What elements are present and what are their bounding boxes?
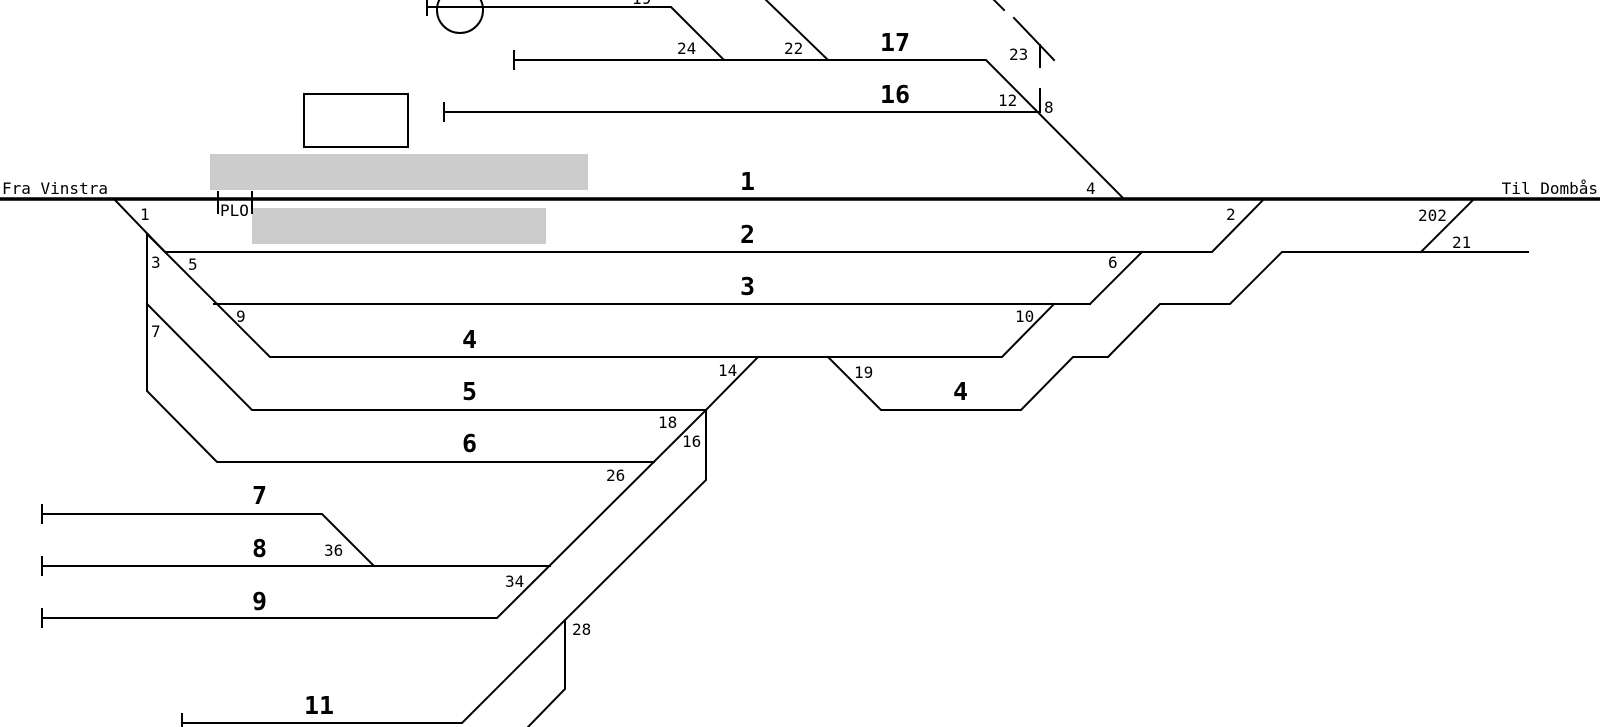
track-17 — [513, 59, 1126, 201]
upper-tracks — [426, 0, 1126, 201]
track-label-7: 7 — [252, 481, 267, 510]
track-5 — [145, 302, 707, 411]
track-label-2: 2 — [740, 220, 755, 249]
track-6 — [146, 233, 655, 463]
switch-label-16: 16 — [682, 432, 701, 451]
switch-label-21: 21 — [1452, 233, 1471, 252]
switch-label-22: 22 — [784, 39, 803, 58]
switch-label-9: 9 — [236, 307, 246, 326]
track-top-partial — [426, 6, 726, 62]
switch-label-19: 19 — [854, 363, 873, 382]
label-from-west: Fra Vinstra — [2, 179, 108, 198]
switch-label-14: 14 — [718, 361, 737, 380]
switch-label-4-main: 4 — [1086, 179, 1096, 198]
switch-label-7: 7 — [151, 322, 161, 341]
label-plo: PLO — [220, 201, 249, 220]
track-labels: 17 16 1 2 3 4 5 6 4 7 8 9 11 — [252, 28, 968, 720]
diagonal-top-right — [992, 0, 1006, 12]
diagonal-23 — [1012, 16, 1056, 62]
station-building — [303, 93, 409, 148]
switch-label-18: 18 — [658, 413, 677, 432]
switch-label-5: 5 — [188, 255, 198, 274]
connector-6 — [1088, 250, 1144, 306]
track-label-1: 1 — [740, 167, 755, 196]
switch-label-6: 6 — [1108, 253, 1118, 272]
crossover-202 — [1419, 197, 1476, 254]
diagonal-top-22 — [764, 0, 830, 62]
switch-label-top-partial: 19 — [632, 0, 651, 8]
switch-label-24: 24 — [677, 39, 696, 58]
switch-label-2: 2 — [1226, 205, 1236, 224]
track-4-west — [145, 232, 1056, 358]
switch-label-23: 23 — [1009, 45, 1028, 64]
switch-labels: 19 24 22 23 12 8 4 1 2 202 21 3 5 6 9 10… — [140, 0, 1471, 639]
track-label-6: 6 — [462, 429, 477, 458]
track-label-4-east: 4 — [953, 377, 968, 406]
track-label-3: 3 — [740, 272, 755, 301]
switch-label-3: 3 — [151, 253, 161, 272]
platform-lower — [252, 208, 546, 244]
track-9 — [41, 408, 708, 619]
track-label-5: 5 — [462, 377, 477, 406]
track-label-4-west: 4 — [462, 325, 477, 354]
track-label-17: 17 — [880, 28, 910, 57]
switch-label-28: 28 — [572, 620, 591, 639]
track-label-8: 8 — [252, 534, 267, 563]
turntable-circle — [436, 0, 484, 34]
track-2 — [112, 197, 1266, 253]
switch-label-12: 12 — [998, 91, 1017, 110]
track-11 — [181, 618, 567, 724]
platform-upper — [210, 154, 588, 190]
track-label-9: 9 — [252, 587, 267, 616]
label-to-east: Til Dombås — [1502, 179, 1598, 198]
track-7 — [41, 513, 376, 568]
branch-16 — [526, 409, 707, 727]
switch-label-10: 10 — [1015, 307, 1034, 326]
track-label-11: 11 — [304, 691, 334, 720]
connector-14 — [704, 355, 760, 412]
track-4-east — [826, 251, 1529, 411]
switch-label-26: 26 — [606, 466, 625, 485]
track-label-16: 16 — [880, 80, 910, 109]
switch-label-34: 34 — [505, 572, 524, 591]
switch-label-8: 8 — [1044, 98, 1054, 117]
switch-label-202: 202 — [1418, 206, 1447, 225]
switch-label-1: 1 — [140, 205, 150, 224]
yard-tracks — [41, 408, 708, 727]
station-tracks — [112, 197, 1529, 727]
switch-label-36: 36 — [324, 541, 343, 560]
